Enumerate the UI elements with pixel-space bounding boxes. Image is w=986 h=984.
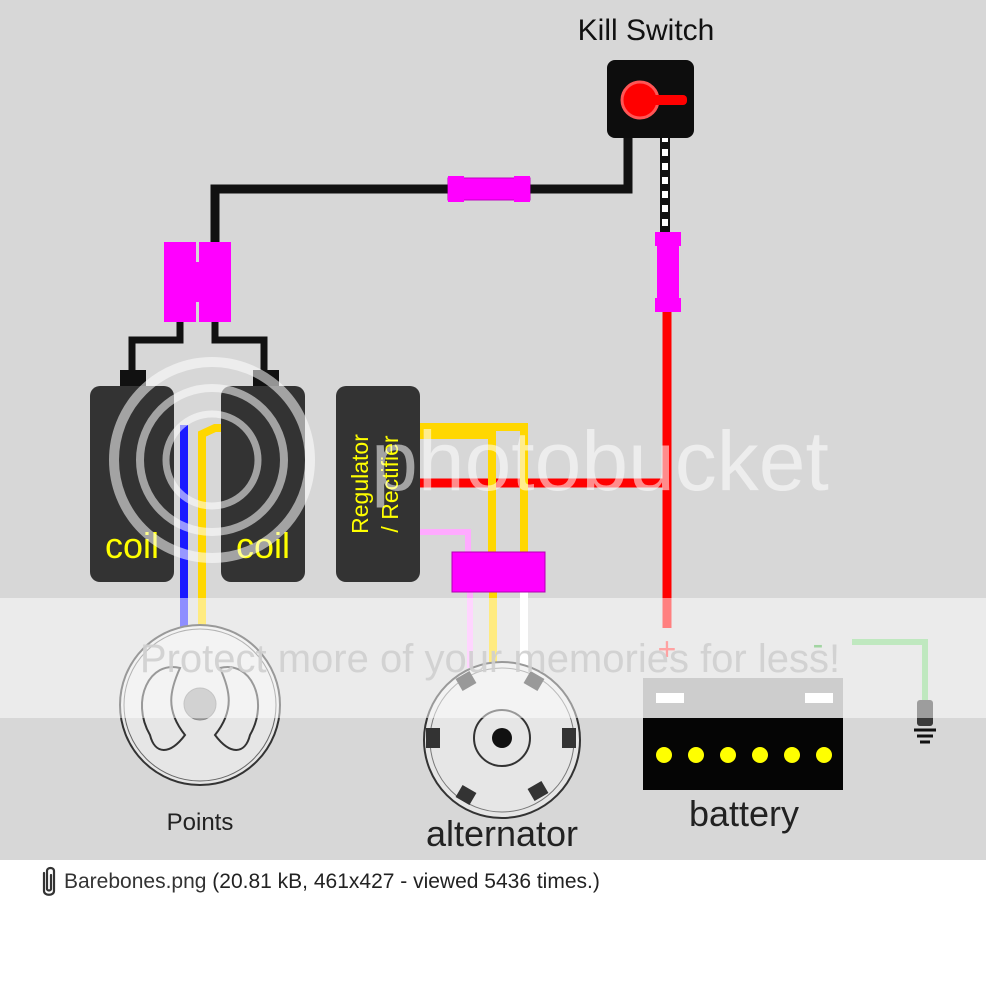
inline-fuse-black: [447, 176, 531, 202]
watermark-tagline: Protect more of your memories for less!: [140, 637, 840, 681]
points-label: Points: [167, 809, 234, 836]
wire-coil-right: [211, 318, 268, 373]
watermark-logo-icon: [109, 357, 315, 563]
coil-left-terminal: [120, 370, 146, 390]
watermark-brand: photobucket: [371, 414, 829, 508]
attachment-filename-link[interactable]: Barebones.png: [64, 870, 207, 893]
wire-yellow-reg2: [418, 431, 496, 555]
alternator-connector: [451, 551, 546, 593]
regulator-label-line2: / Rectifier: [377, 435, 403, 532]
wiring-diagram: Kill Switch coil coil Regulator / Rectif…: [0, 0, 986, 860]
regulator-rectifier-body: [336, 386, 420, 582]
kill-switch-label: Kill Switch: [578, 14, 715, 47]
attachment-caption: Barebones.png (20.81 kB, 461x427 - viewe…: [38, 862, 600, 902]
watermark-banner: [0, 598, 986, 718]
coil-connector: [164, 242, 231, 322]
wire-pink-reg: [418, 529, 471, 555]
inline-fuse-red: [655, 232, 681, 312]
kill-switch-lever: [645, 95, 687, 105]
alternator-label: alternator: [426, 813, 578, 854]
wiring-diagram-svg: Kill Switch coil coil Regulator / Rectif…: [0, 14, 986, 854]
attachment-details: (20.81 kB, 461x427 - viewed 5436 times.): [212, 870, 600, 893]
wire-coil-left: [128, 318, 184, 373]
paperclip-icon: [42, 866, 56, 896]
regulator-label-line1: Regulator: [347, 434, 373, 534]
wire-black-main: [210, 135, 633, 248]
wire-yellow-reg1: [418, 423, 528, 555]
battery-label: battery: [689, 793, 799, 834]
